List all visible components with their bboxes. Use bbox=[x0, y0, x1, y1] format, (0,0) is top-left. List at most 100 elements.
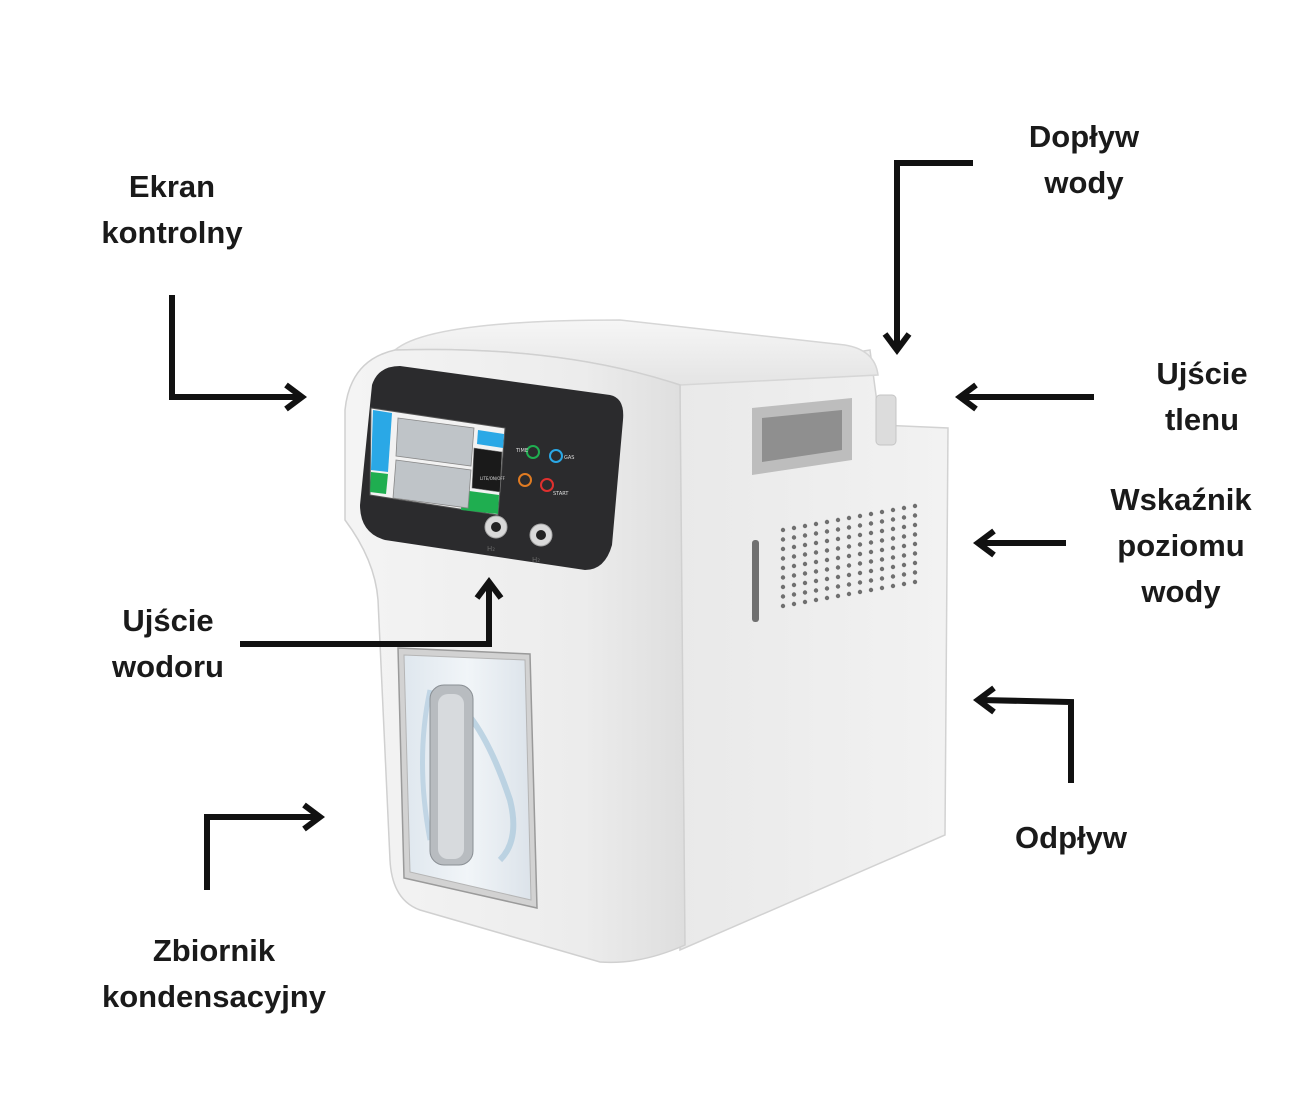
vent-hole bbox=[780, 537, 786, 542]
side-handle bbox=[752, 398, 852, 475]
arrow-water-inlet-head bbox=[882, 332, 912, 355]
vent-hole bbox=[791, 535, 797, 540]
vent-hole bbox=[802, 552, 808, 557]
arrow-control-screen bbox=[169, 295, 300, 400]
vent-hole bbox=[890, 507, 896, 513]
vent-hole bbox=[901, 553, 907, 558]
vent-hole bbox=[879, 519, 885, 524]
panel-time-label: TIME bbox=[515, 448, 528, 454]
vent-hole bbox=[835, 527, 841, 532]
label-oxygen-outlet: Ujście tlenu bbox=[1122, 351, 1282, 443]
label-hydrogen-outlet-line1: Ujście bbox=[122, 603, 214, 638]
vent-hole bbox=[835, 584, 841, 589]
vent-hole bbox=[890, 526, 896, 532]
vent-hole bbox=[912, 522, 918, 528]
vent-hole bbox=[901, 562, 907, 568]
vent-hole bbox=[857, 551, 863, 557]
vent-hole bbox=[835, 593, 841, 599]
vent-hole bbox=[912, 551, 918, 556]
vent-hole bbox=[802, 542, 808, 548]
vent-hole bbox=[791, 525, 797, 531]
vent-hole bbox=[791, 573, 797, 578]
arrow-condensation-tank-head bbox=[302, 802, 325, 832]
label-water-level-line3: wody bbox=[1141, 574, 1221, 609]
label-control-screen-line1: Ekran bbox=[128, 169, 216, 204]
vent-hole bbox=[912, 541, 918, 547]
vent-hole bbox=[780, 556, 786, 561]
vent-hole bbox=[791, 563, 797, 569]
panel-gas-label: GAS bbox=[564, 455, 574, 461]
vent-hole bbox=[879, 576, 885, 581]
vent-hole bbox=[857, 589, 863, 595]
arrow-hydrogen-outlet-head bbox=[474, 577, 504, 600]
vent-hole bbox=[802, 523, 808, 529]
label-oxygen-outlet-line2: tlenu bbox=[1164, 402, 1240, 437]
vent-hole bbox=[813, 540, 819, 546]
vent-hole bbox=[813, 531, 819, 536]
arrow-drain bbox=[979, 697, 1074, 783]
vent-hole bbox=[824, 576, 830, 582]
vent-hole bbox=[846, 515, 852, 521]
vent-hole bbox=[791, 544, 797, 550]
arrow-hydrogen-outlet bbox=[240, 584, 492, 647]
vent-hole bbox=[780, 565, 786, 571]
vent-hole bbox=[813, 550, 819, 555]
vent-hole bbox=[901, 581, 907, 587]
vent-hole bbox=[901, 524, 907, 530]
vent-hole bbox=[846, 534, 852, 540]
vent-hole bbox=[912, 570, 918, 575]
vent-hole bbox=[813, 588, 819, 593]
vent-hole bbox=[846, 582, 852, 587]
water-level-window bbox=[752, 540, 759, 622]
panel-h2-left: H₂ bbox=[487, 545, 495, 553]
vent-hole bbox=[901, 515, 907, 520]
arrow-condensation-tank bbox=[204, 814, 318, 890]
vent-hole bbox=[824, 538, 830, 544]
vent-hole bbox=[901, 505, 907, 511]
vent-hole bbox=[890, 555, 896, 560]
vent-hole bbox=[846, 572, 852, 578]
vent-hole bbox=[802, 571, 808, 576]
vent-hole bbox=[868, 511, 874, 517]
arrow-water-level-head bbox=[973, 528, 996, 558]
vent-hole bbox=[824, 595, 830, 601]
label-water-inlet-line2: wody bbox=[1044, 165, 1124, 200]
vent-hole bbox=[868, 521, 874, 526]
vent-hole bbox=[802, 533, 808, 538]
vent-hole bbox=[890, 564, 896, 570]
vent-hole bbox=[879, 557, 885, 562]
screen-blue-panel bbox=[371, 410, 392, 472]
vent-hole bbox=[890, 545, 896, 551]
vent-hole bbox=[879, 528, 885, 534]
vent-hole bbox=[780, 594, 786, 599]
vent-hole bbox=[879, 547, 885, 553]
vent-hole bbox=[868, 549, 874, 555]
vent-hole bbox=[879, 509, 885, 515]
vent-hole bbox=[791, 582, 797, 588]
vent-hole bbox=[802, 561, 808, 567]
vent-hole bbox=[802, 590, 808, 595]
label-water-level: Wskaźnik poziomu wody bbox=[1096, 477, 1266, 615]
vent-hole bbox=[824, 548, 830, 553]
vent-hole bbox=[890, 574, 896, 579]
panel-h2-right: H₂ bbox=[532, 556, 540, 564]
vent-hole bbox=[813, 569, 819, 574]
vent-hole bbox=[791, 592, 797, 597]
vent-hole bbox=[868, 568, 874, 574]
control-panel bbox=[360, 366, 624, 570]
vent-hole bbox=[868, 587, 874, 593]
vent-grille bbox=[780, 503, 918, 609]
arrow-control-screen-head bbox=[284, 382, 307, 412]
vent-hole bbox=[901, 572, 907, 577]
vent-hole bbox=[901, 534, 907, 539]
vent-hole bbox=[835, 536, 841, 542]
vent-hole bbox=[835, 565, 841, 570]
callout-arrows bbox=[169, 160, 1094, 890]
vent-hole bbox=[868, 540, 874, 545]
label-hydrogen-outlet-line2: wodoru bbox=[112, 649, 224, 684]
vent-hole bbox=[912, 532, 918, 537]
vent-hole bbox=[813, 521, 819, 527]
vent-hole bbox=[868, 559, 874, 564]
